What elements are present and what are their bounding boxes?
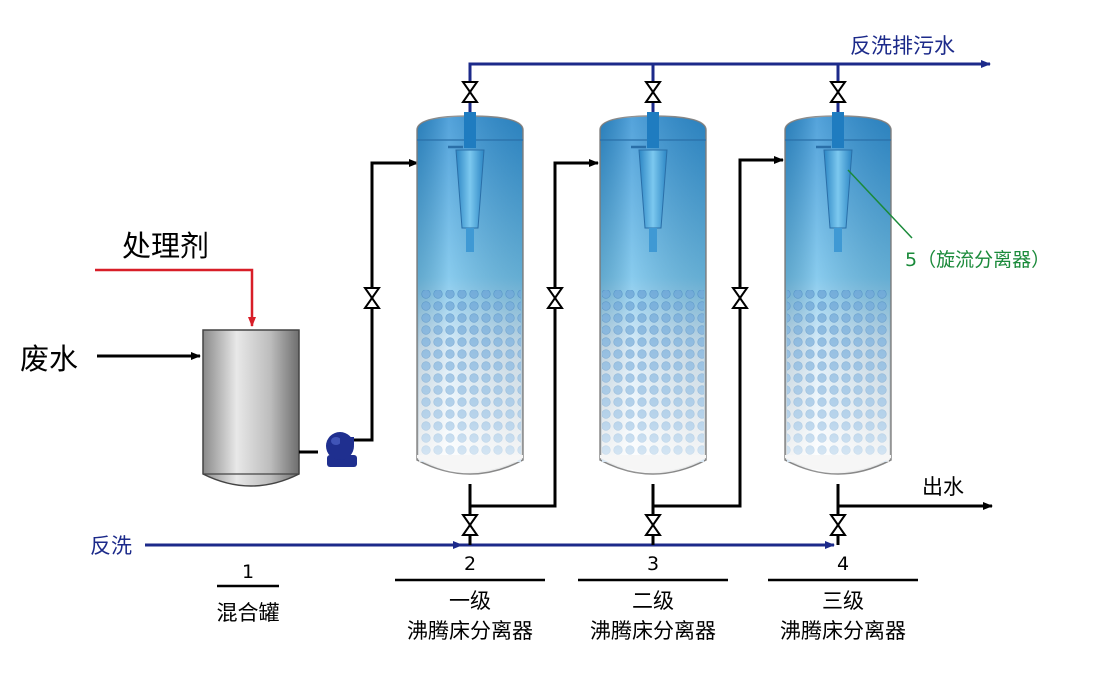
wastewater-label: 废水 [20, 342, 78, 376]
backwash-drain-label: 反洗排污水 [850, 34, 955, 58]
unit-2-name: 沸腾床分离器 [407, 619, 533, 643]
backwash-label: 反洗 [90, 534, 132, 558]
callout-line [847, 169, 913, 239]
unit-1-name: 混合罐 [217, 601, 280, 625]
transfer-line-1-2 [468, 159, 599, 508]
mixing-tank [202, 329, 300, 487]
unit-4-stage: 三级 [822, 589, 864, 613]
unit-3-number: 3 [647, 553, 659, 575]
unit-1-number: 1 [242, 561, 254, 583]
column-1 [416, 112, 524, 475]
valve-icon [363, 81, 847, 536]
effluent-line [836, 484, 993, 510]
backwash-drain-header [468, 60, 991, 122]
pump-icon [326, 432, 357, 467]
transfer-line-2-3 [651, 156, 784, 508]
cyclone-callout-label: 5（旋流分离器） [905, 249, 1050, 271]
unit-4-number: 4 [837, 553, 849, 575]
unit-4-name: 沸腾床分离器 [780, 619, 906, 643]
reagent-label: 处理剂 [122, 229, 209, 263]
column-3 [784, 112, 892, 475]
unit-2-stage: 一级 [449, 589, 491, 613]
reagent-line [95, 268, 256, 327]
unit-2-number: 2 [464, 553, 476, 575]
effluent-label: 出水 [922, 475, 964, 499]
unit-3-stage: 二级 [632, 589, 674, 613]
feed-line-1b [352, 159, 419, 442]
unit-3-name: 沸腾床分离器 [590, 619, 716, 643]
unit-underlines [217, 578, 918, 588]
column-2 [599, 112, 707, 475]
